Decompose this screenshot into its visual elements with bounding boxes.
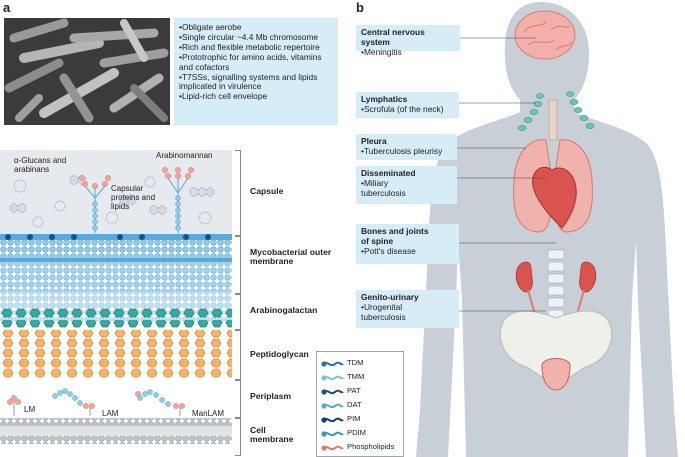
label-arabinomannan: Arabinomannan: [156, 151, 213, 160]
body-silhouette: [416, 2, 678, 457]
site-item: Meningitis: [361, 47, 455, 58]
legend-label: PAT: [347, 386, 361, 395]
info-item: Lipid-rich cell envelope: [179, 91, 333, 102]
peptidoglycan-bracket: [235, 330, 241, 380]
spine: [547, 249, 565, 320]
site-item: Pott's disease: [361, 246, 454, 257]
info-item: Single circular ~4.4 Mb chromosome: [179, 32, 333, 43]
site-title: Pleura: [361, 136, 387, 146]
legend-swatch: [321, 375, 344, 381]
legend-swatch: [321, 389, 344, 395]
legend-label: TDM: [347, 358, 364, 367]
site-item: Scrofula (of the neck): [361, 104, 454, 115]
panel-label-a: a: [3, 0, 11, 15]
info-item: Prototrophic for amino acids, vitamins a…: [179, 52, 333, 73]
site-title: Disseminated: [361, 168, 416, 178]
layer-peptidoglycan: Peptidoglycan: [250, 349, 309, 359]
lipid-legend: TDM TMM PAT DAT PIM PDIM Phospholipids: [316, 351, 404, 457]
label-glucans: α-Glucans and arabinans: [14, 156, 67, 174]
capsule-bracket: [235, 150, 241, 236]
site-title: Genito-urinary: [361, 292, 419, 302]
periplasm-bracket: [235, 380, 241, 418]
cell-envelope-diagram: [0, 150, 232, 444]
site-item: Miliary tuberculosis: [361, 178, 431, 199]
site-box-pleura: Pleura Tuberculosis pleurisy: [356, 134, 457, 160]
right-kidney: [579, 261, 597, 293]
layer-capsule: Capsule: [250, 186, 284, 196]
site-box-genito: Genito-urinary Urogenital tuberculosis: [356, 290, 459, 328]
site-title: Central nervous system: [361, 27, 425, 47]
legend-label: Phospholipids: [347, 442, 395, 451]
pelvis: [499, 310, 613, 383]
site-title: Lymphatics: [361, 94, 408, 104]
site-box-lymphatics: Lymphatics Scrofula (of the neck): [356, 92, 459, 118]
layer-arabinogalactan: Arabinogalactan: [250, 305, 318, 315]
legend-label: TMM: [347, 372, 365, 381]
layer-outer-membrane: Mycobacterial outer membrane: [250, 247, 332, 267]
left-kidney: [515, 261, 533, 293]
site-item: Urogenital tuberculosis: [361, 302, 431, 323]
site-item: Tuberculosis pleurisy: [361, 146, 452, 157]
lymph-nodes: [517, 91, 595, 131]
label-lm: LM: [24, 405, 36, 414]
panel-label-b: b: [356, 0, 364, 15]
bacteria-micrograph: [4, 18, 170, 125]
label-capsular-proteins: Capsular proteins and lipids: [111, 184, 156, 211]
layer-cell-membrane: Cell membrane: [250, 425, 294, 445]
info-item: T7SSs, signalling systems and lipids imp…: [179, 72, 333, 93]
legend-label: PIM: [347, 414, 361, 423]
site-box-cns: Central nervous system Meningitis: [356, 25, 460, 57]
info-item: Rich and flexible metabolic repertoire: [179, 42, 333, 53]
legend-swatch: [321, 417, 344, 423]
info-item: Obligate aerobe: [179, 22, 333, 33]
legend-swatch: [321, 403, 344, 409]
label-lam: LAM: [102, 409, 119, 418]
bladder: [541, 358, 571, 391]
site-box-disseminated: Disseminated Miliary tuberculosis: [356, 166, 457, 204]
heart: [532, 166, 577, 229]
legend-label: DAT: [347, 400, 362, 409]
bacteria-info-box: Obligate aerobe Single circular ~4.4 Mb …: [174, 18, 338, 125]
legend-swatch: [321, 445, 344, 451]
legend-swatch: [321, 431, 344, 437]
layer-periplasm: Periplasm: [250, 391, 292, 401]
outer-membrane-bracket: [235, 236, 241, 294]
site-box-bones: Bones and joints of spine Pott's disease: [356, 224, 459, 264]
cell-membrane-bracket: [235, 418, 241, 456]
site-title: Bones and joints of spine: [361, 226, 429, 246]
human-body-figure: [416, 2, 678, 457]
label-manlam: ManLAM: [192, 409, 225, 418]
legend-swatch: [321, 361, 344, 367]
arabinogalactan-bracket: [235, 294, 241, 330]
brain: [514, 10, 576, 60]
legend-label: PDIM: [347, 428, 366, 437]
